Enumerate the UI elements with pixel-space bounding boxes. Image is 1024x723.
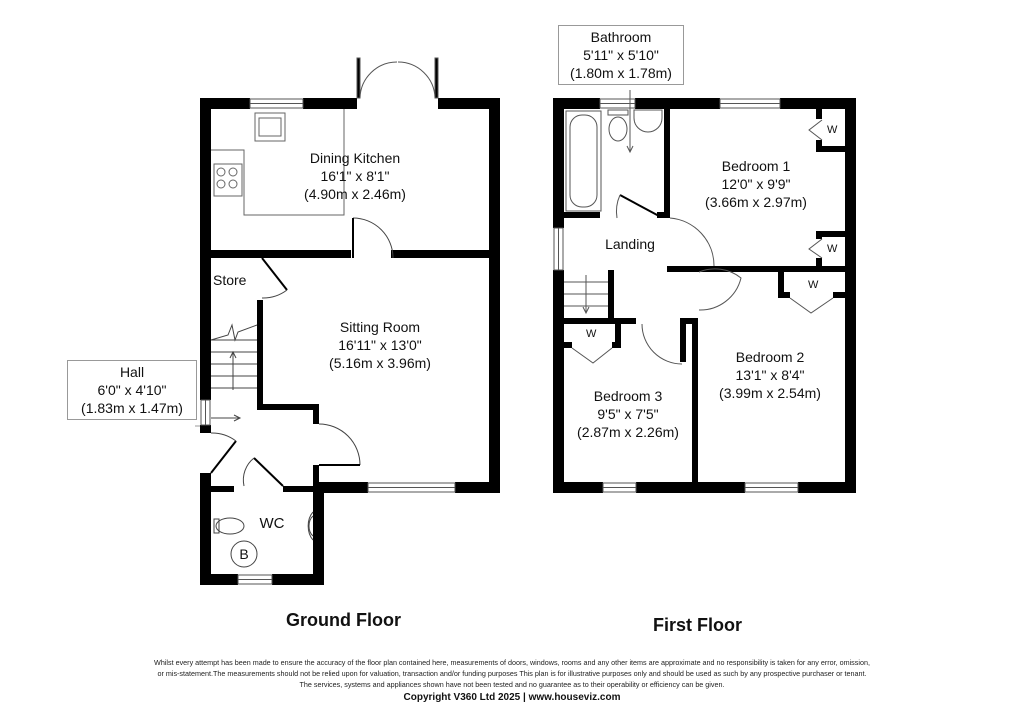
- first-floor-walls: [553, 98, 856, 493]
- room-name: Sitting Room: [339, 319, 421, 335]
- floor-title-ground: Ground Floor: [286, 610, 401, 630]
- room-size-metric: (1.80m x 1.78m): [570, 65, 672, 81]
- room-size-metric: (2.87m x 2.26m): [577, 424, 679, 440]
- boiler-label: B: [239, 546, 249, 562]
- room-size-imperial: 6'0" x 4'10": [97, 382, 167, 398]
- first-floor-windows: [553, 98, 799, 493]
- room-label-dining-kitchen: Dining Kitchen 16'1" x 8'1" (4.90m x 2.4…: [285, 149, 425, 203]
- room-name: Bathroom: [590, 29, 652, 45]
- room-name: Hall: [119, 364, 145, 380]
- wardrobe-label-bed1-bottom: W: [827, 243, 838, 255]
- first-floor-fittings: [564, 90, 834, 365]
- wardrobe-label-bed3: W: [586, 328, 597, 340]
- room-size-imperial: 12'0" x 9'9": [721, 176, 791, 192]
- ground-floor-doors: [210, 217, 394, 568]
- room-name: Bedroom 3: [593, 388, 663, 404]
- room-size-imperial: 16'1" x 8'1": [320, 168, 390, 184]
- disclaimer: Whilst every attempt has been made to en…: [0, 657, 1024, 690]
- room-label-bedroom-3: Bedroom 3 9'5" x 7'5" (2.87m x 2.26m): [564, 387, 692, 441]
- room-name: Dining Kitchen: [309, 150, 401, 166]
- room-size-metric: (5.16m x 3.96m): [329, 355, 431, 371]
- room-name: Bedroom 1: [721, 158, 791, 174]
- room-name: WC: [259, 515, 285, 532]
- room-name: Bedroom 2: [735, 349, 805, 365]
- disclaimer-line-1: Whilst every attempt has been made to en…: [154, 658, 870, 667]
- room-size-metric: (3.99m x 2.54m): [719, 385, 821, 401]
- room-label-bedroom-2: Bedroom 2 13'1" x 8'4" (3.99m x 2.54m): [700, 348, 840, 402]
- room-name: Landing: [605, 236, 655, 252]
- boiler-icon: B: [236, 545, 252, 563]
- room-label-store: Store: [213, 271, 257, 289]
- room-name: Store: [213, 272, 247, 288]
- disclaimer-line-3: The services, systems and appliances sho…: [299, 680, 725, 689]
- room-label-sitting-room: Sitting Room 16'11" x 13'0" (5.16m x 3.9…: [305, 318, 455, 372]
- room-size-imperial: 9'5" x 7'5": [597, 406, 659, 422]
- kitchen-units: [211, 109, 345, 216]
- copyright: Copyright V360 Ltd 2025 | www.houseviz.c…: [403, 692, 621, 703]
- ground-floor-windows: [200, 57, 456, 585]
- room-size-metric: (4.90m x 2.46m): [304, 186, 406, 202]
- disclaimer-line-2: or mis-statement.The measurements should…: [157, 669, 867, 678]
- wardrobe-label-bed1-top: W: [827, 124, 838, 136]
- wardrobe-label-bed2: W: [808, 279, 819, 291]
- room-size-metric: (1.83m x 1.47m): [81, 400, 183, 416]
- room-label-landing: Landing: [598, 235, 662, 253]
- ground-floor-walls: [200, 98, 500, 585]
- room-size-imperial: 16'11" x 13'0": [338, 337, 422, 353]
- room-callout-bathroom: Bathroom 5'11" x 5'10" (1.80m x 1.78m): [558, 25, 684, 85]
- room-label-bedroom-1: Bedroom 1 12'0" x 9'9" (3.66m x 2.97m): [686, 157, 826, 211]
- room-callout-hall: Hall 6'0" x 4'10" (1.83m x 1.47m): [67, 360, 197, 420]
- room-size-imperial: 13'1" x 8'4": [735, 367, 805, 383]
- room-label-wc: WC: [252, 515, 292, 533]
- room-size-metric: (3.66m x 2.97m): [705, 194, 807, 210]
- room-size-imperial: 5'11" x 5'10": [583, 47, 659, 63]
- floor-title-first: First Floor: [653, 615, 742, 635]
